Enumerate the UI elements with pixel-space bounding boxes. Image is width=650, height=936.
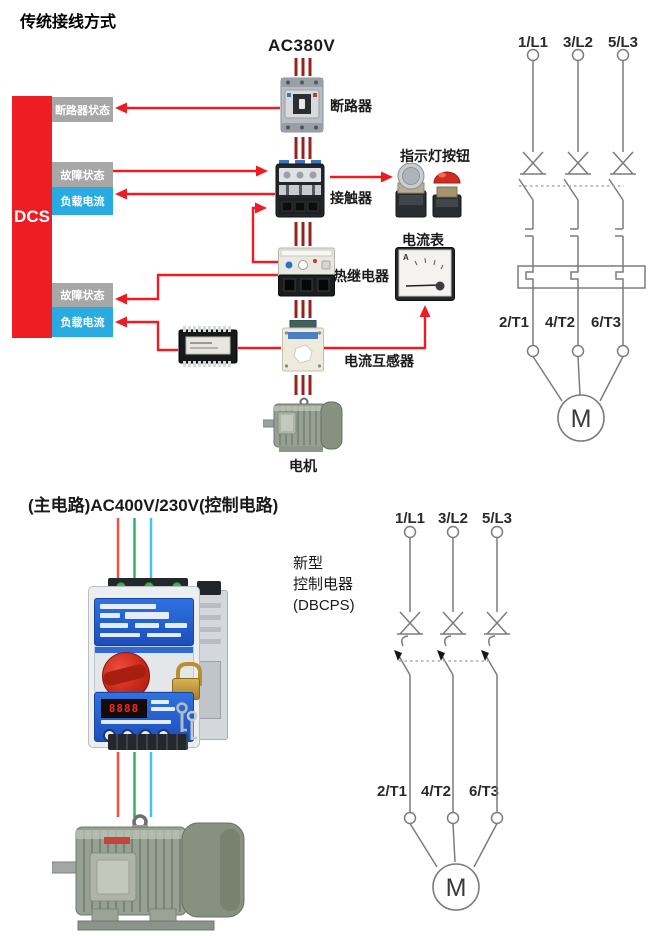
ammeter-pivot [435, 281, 445, 291]
caption-line-3: (DBCPS) [293, 597, 355, 614]
terminal-label-5L3-modern: 5/L3 [482, 510, 512, 527]
modern-device-caption: 新型 控制电器 (DBCPS) [293, 553, 355, 616]
arrow-transducer-to-load2 [115, 316, 178, 352]
cps-side-connector [197, 581, 221, 595]
motor-nameplate [104, 837, 130, 844]
motor-symbol-circle-modern [432, 863, 480, 911]
arrow-thermal-to-contactor [251, 202, 278, 264]
ammeter-scale-ticks [414, 257, 444, 270]
ammeter-image: A [395, 247, 455, 301]
cps-padlock-shackle [176, 662, 202, 686]
cps-side-row [197, 627, 221, 632]
schematic-modern-phase-lines [397, 537, 510, 868]
cps-side-terminal-block [199, 661, 221, 719]
mushroom-pushbutton [432, 171, 462, 218]
breaker-toggle [299, 99, 305, 109]
terminal-label-2T1: 2/T1 [499, 314, 529, 331]
terminal-label-4T2-modern: 4/T2 [421, 783, 451, 800]
contactor-image [275, 160, 325, 218]
cps-bottom-terminal [108, 734, 188, 750]
schematic-traditional-phase-lines [518, 60, 636, 402]
arrow-fault1-to-contactor [113, 165, 268, 177]
breaker-image [280, 77, 324, 133]
cps-mid-strip [95, 647, 193, 653]
motor-image-traditional [263, 397, 343, 452]
cps-side-row [197, 639, 221, 644]
phase-wires-modern [116, 518, 153, 817]
thermal-relay-image [278, 247, 335, 297]
ammeter-needle [405, 284, 441, 287]
cps-side-row [197, 603, 221, 608]
schematic-modern: 1/L1 3/L2 5/L3 2/T1 4/T2 6/T3 [377, 510, 512, 911]
cps-digital-display: 8888 [101, 699, 147, 718]
ct-center-hole [293, 344, 313, 364]
ammeter-unit-mark: A [403, 253, 409, 262]
schematic-traditional-terminal-labels: 1/L1 3/L2 5/L3 2/T1 4/T2 6/T3 [499, 34, 638, 331]
signal-box-fault-status-1: 故障状态 [52, 162, 113, 187]
signal-box-load-current-1: 负载电流 [52, 187, 113, 215]
thermal-relay-label: 热继电器 [333, 268, 389, 284]
terminal-label-4T2: 4/T2 [545, 314, 575, 331]
schematic-modern-terminal-labels: 1/L1 3/L2 5/L3 2/T1 4/T2 6/T3 [377, 510, 512, 800]
arrow-contactor-to-load1 [115, 188, 275, 200]
transducer-image [178, 326, 238, 367]
contactor-label: 接触器 [330, 190, 372, 206]
terminal-label-6T3-modern: 6/T3 [469, 783, 499, 800]
signal-box-breaker-status: 断路器状态 [52, 97, 113, 122]
terminal-label-6T3: 6/T3 [591, 314, 621, 331]
terminal-label-1L1: 1/L1 [518, 34, 548, 51]
motor-image-modern [52, 814, 245, 931]
supply-voltage-label: AC380V [268, 36, 336, 55]
terminal-label-3L2: 3/L2 [563, 34, 593, 51]
cps-keys [176, 702, 198, 740]
cps-upper-label-panel [94, 598, 194, 646]
flat-pushbutton [395, 163, 427, 218]
section-title-modern: (主电路)AC400V/230V(控制电路) [28, 496, 279, 515]
caption-line-2: 控制电器 [293, 576, 354, 593]
signal-arrows [113, 102, 431, 352]
motor-symbol-circle-traditional [557, 394, 605, 442]
contactor-wedges [394, 650, 489, 661]
arrow-ct-to-ammeter [322, 305, 431, 350]
terminal-label-5L3: 5/L3 [608, 34, 638, 51]
motor-symbol-letter-traditional: M [571, 405, 592, 433]
indicator-button-label: 指示灯按钮 [400, 148, 470, 164]
cps-side-row [197, 615, 221, 620]
arrow-thermal-to-fault2 [115, 273, 278, 305]
dcs-label: DCS [14, 207, 50, 226]
terminal-label-3L2-modern: 3/L2 [438, 510, 468, 527]
motor-label: 电机 [289, 458, 317, 474]
current-transformer-image [282, 320, 324, 372]
ammeter-label: 电流表 [402, 232, 444, 248]
section-title-traditional: 传统接线方式 [20, 14, 117, 31]
arrow-contactor-to-buttons [330, 171, 393, 183]
transducer-terminals [183, 326, 231, 367]
cps-device-image: 8888 [88, 578, 230, 752]
breaker-label: 断路器 [330, 98, 372, 114]
schematic-traditional: 1/L1 3/L2 5/L3 2/T1 4/T2 6/T3 [499, 34, 646, 442]
schematic-traditional-terminals [526, 48, 630, 358]
caption-line-1: 新型 [293, 555, 324, 572]
signal-box-fault-status-2: 故障状态 [52, 283, 113, 307]
terminal-label-1L1-modern: 1/L1 [395, 510, 425, 527]
signal-box-load-current-2: 负载电流 [52, 307, 113, 337]
motor-symbol-letter-modern: M [446, 874, 467, 902]
arrow-breaker-to-status [115, 102, 280, 114]
terminal-label-2T1-modern: 2/T1 [377, 783, 407, 800]
current-transformer-label: 电流互感器 [344, 353, 414, 369]
dcs-block: DCS [12, 96, 52, 338]
power-wires-top-section [294, 58, 312, 395]
thermal-overload-box [517, 265, 646, 289]
indicator-buttons-image [395, 163, 462, 218]
